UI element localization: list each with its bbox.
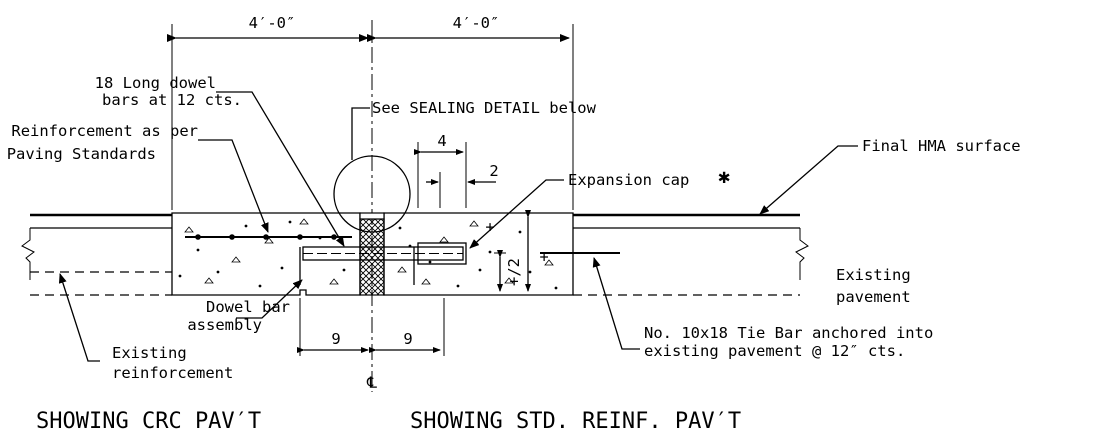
existing-pavement-label-line2: pavement bbox=[836, 288, 911, 306]
leader-lines bbox=[58, 91, 858, 362]
title-crc-pavement: SHOWING CRC PAV′T bbox=[36, 409, 261, 434]
tie-bar-label-line1: No. 10x18 Tie Bar anchored into bbox=[644, 324, 933, 342]
left-width-dimension: 4′-0″ bbox=[249, 14, 296, 32]
reinforcement-label-line1: Reinforcement as per bbox=[11, 122, 198, 140]
final-hma-label: Final HMA surface bbox=[862, 137, 1021, 155]
cap-width-dimension: 4 bbox=[437, 132, 446, 150]
dowel-bar bbox=[299, 242, 467, 285]
dowel-assembly-label-line1: Dowel bar bbox=[206, 298, 290, 316]
right-width-dimension: 4′-0″ bbox=[453, 14, 500, 32]
expansion-cap-label: Expansion cap bbox=[568, 171, 689, 189]
depth-mark: + bbox=[485, 218, 494, 236]
dowel-bars-label-line1: 18 Long dowel bbox=[95, 74, 216, 92]
crc-reinforcement bbox=[185, 234, 352, 240]
reinforcement-label-line2: Paving Standards bbox=[7, 145, 156, 163]
existing-pavement-right bbox=[573, 213, 809, 296]
existing-reinforcement-label-line2: reinforcement bbox=[112, 364, 233, 382]
half-depth-dimension: +/2 bbox=[505, 258, 523, 286]
title-std-reinf-pavement: SHOWING STD. REINF. PAV′T bbox=[410, 409, 741, 434]
centerline-symbol: ℄ bbox=[366, 374, 378, 392]
depth-dimensions bbox=[494, 210, 531, 292]
existing-pavement-label-line1: Existing bbox=[836, 266, 911, 284]
dowel-assembly-label-line2: assembly bbox=[187, 316, 262, 334]
dowel-bars-label-line2: bars at 12 cts. bbox=[102, 91, 242, 109]
joint-sealant bbox=[359, 212, 385, 220]
tie-bar-label-line2: existing pavement @ 12″ cts. bbox=[644, 342, 905, 360]
cap-gap-dimension: 2 bbox=[489, 162, 498, 180]
full-depth-dimension: + bbox=[535, 252, 553, 261]
expansion-cap-sleeve bbox=[417, 242, 467, 265]
existing-reinforcement-label-line1: Existing bbox=[112, 344, 187, 362]
expansion-cap-asterisk: ✱ bbox=[718, 164, 730, 188]
cap-dimensions bbox=[414, 142, 496, 208]
dowel-right-dimension: 9 bbox=[403, 330, 412, 348]
dowel-spacing-dimensions bbox=[297, 298, 445, 356]
sealing-detail-circle bbox=[333, 155, 411, 233]
dowel-left-dimension: 9 bbox=[331, 330, 340, 348]
existing-pavement-left bbox=[21, 213, 172, 296]
sealing-detail-label: See SEALING DETAIL below bbox=[372, 99, 597, 117]
width-dimension-lines bbox=[167, 24, 574, 210]
